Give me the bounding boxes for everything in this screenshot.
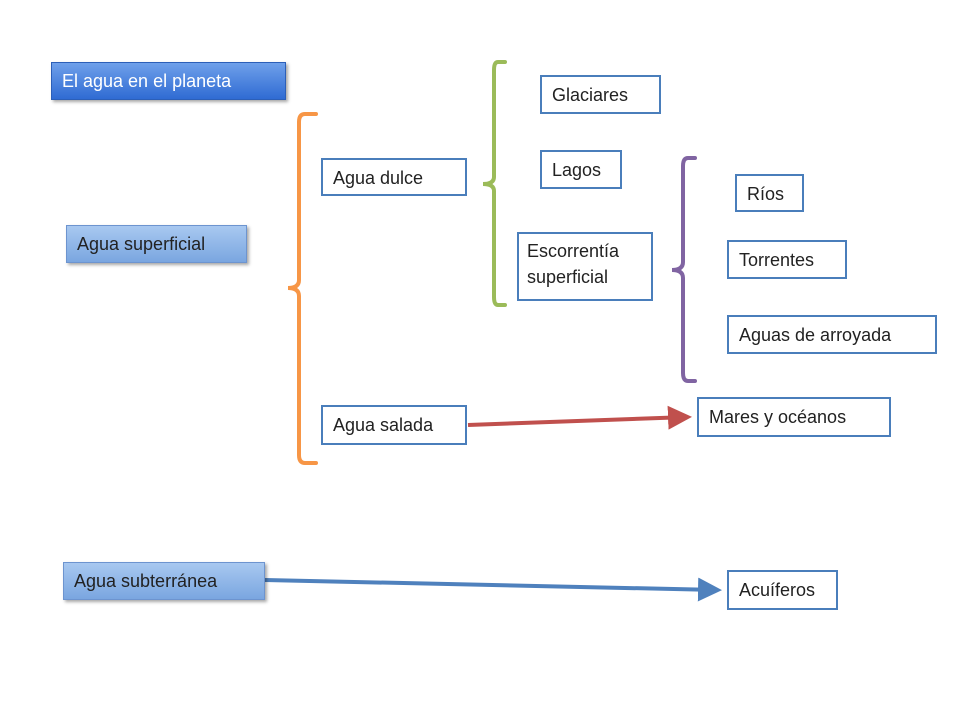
orange-brace — [287, 112, 318, 465]
node-escorrentia-superficial: Escorrentía superficial — [517, 232, 653, 301]
arrow-subterranea-to-acuiferos — [264, 577, 722, 602]
node-aguas-de-arroyada: Aguas de arroyada — [727, 315, 937, 354]
node-lagos: Lagos — [540, 150, 622, 189]
green-brace — [482, 60, 507, 307]
node-agua-superficial: Agua superficial — [66, 225, 247, 263]
arrow-salada-to-mares — [467, 405, 692, 430]
node-agua-salada: Agua salada — [321, 405, 467, 445]
node-agua-subterranea: Agua subterránea — [63, 562, 265, 600]
node-mares-y-oceanos: Mares y océanos — [697, 397, 891, 437]
node-rios: Ríos — [735, 174, 804, 212]
purple-brace — [671, 156, 697, 383]
node-agua-dulce: Agua dulce — [321, 158, 467, 196]
diagram-title: El agua en el planeta — [51, 62, 286, 100]
node-glaciares: Glaciares — [540, 75, 661, 114]
node-torrentes: Torrentes — [727, 240, 847, 279]
node-acuiferos: Acuíferos — [727, 570, 838, 610]
